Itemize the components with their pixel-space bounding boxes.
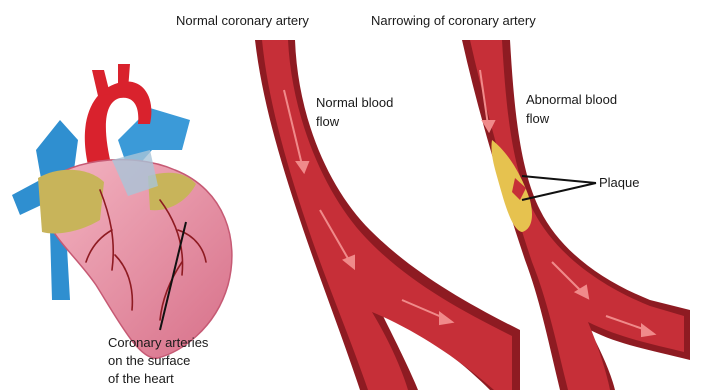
label-coronary-line3: of the heart <box>108 371 174 387</box>
label-abnormal-flow-line2: flow <box>526 111 549 127</box>
label-plaque: Plaque <box>599 175 639 191</box>
label-coronary-line2: on the surface <box>108 353 190 369</box>
label-normal-flow-line1: Normal blood <box>316 95 393 111</box>
heart-illustration <box>12 64 232 358</box>
title-normal-artery: Normal coronary artery <box>176 13 309 29</box>
title-narrowed-artery: Narrowing of coronary artery <box>371 13 536 29</box>
label-coronary-line1: Coronary arteries <box>108 335 208 351</box>
label-abnormal-flow-line1: Abnormal blood <box>526 92 617 108</box>
label-normal-flow-line2: flow <box>316 114 339 130</box>
